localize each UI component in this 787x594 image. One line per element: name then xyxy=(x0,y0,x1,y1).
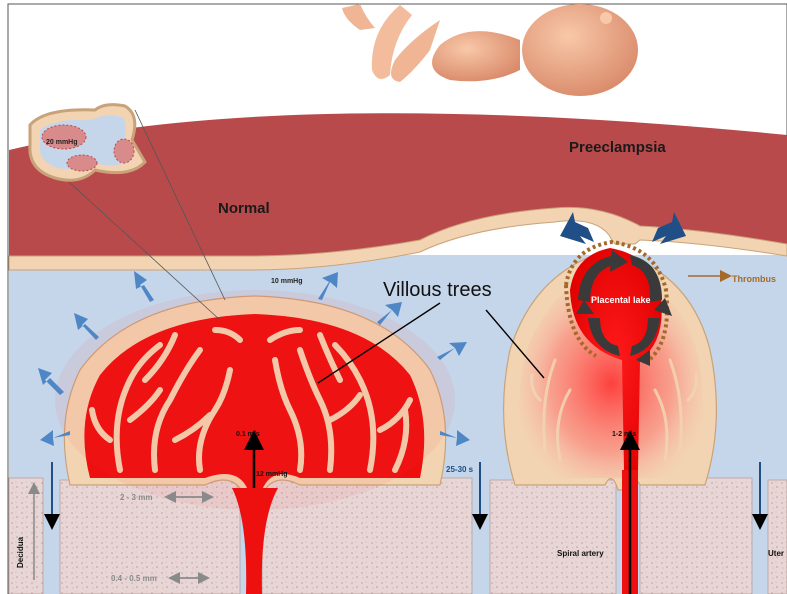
uterine-label-cut: Uter xyxy=(768,549,784,558)
placental-lake-label: Placental lake xyxy=(591,295,651,305)
intervillous-pressure-label: 10 mmHg xyxy=(271,278,303,285)
transit-time-label: 25-30 s xyxy=(446,465,474,474)
fetus-illustration xyxy=(342,4,638,96)
spiral-artery-label: Spiral artery xyxy=(557,549,604,558)
artery-pressure-label: 12 mmHg xyxy=(256,471,288,478)
decidua-label: Decidua xyxy=(16,536,25,568)
normal-title: Normal xyxy=(218,200,270,217)
normal-velocity-label: 0.1 m/s xyxy=(236,431,260,438)
preeclampsia-title: Preeclampsia xyxy=(569,139,666,156)
villous-trees-label: Villous trees xyxy=(383,279,492,301)
artery-width-label: 0.4 - 0.5 mm xyxy=(111,574,157,583)
villi-gap-width-label: 2 - 3 mm xyxy=(120,493,152,502)
thrombus-label: Thrombus xyxy=(732,274,776,284)
inset-pressure-label: 20 mmHg xyxy=(46,139,78,146)
preeclampsia-velocity-label: 1-2 m/s xyxy=(612,431,636,438)
